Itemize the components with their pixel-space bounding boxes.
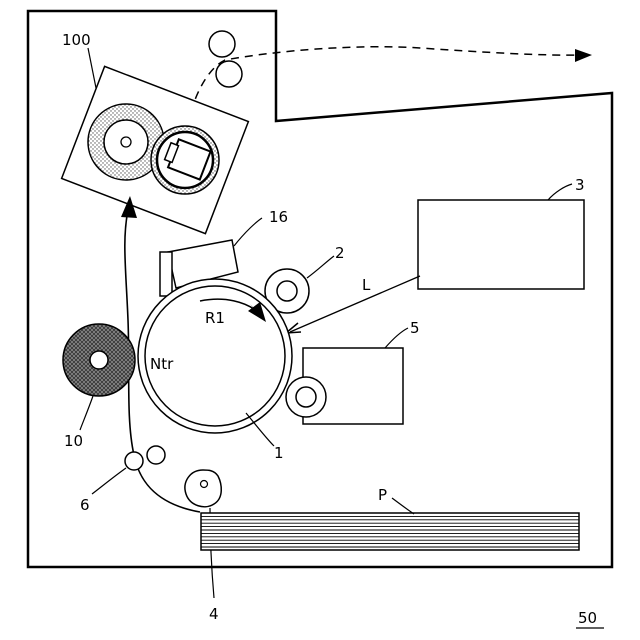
paper-stack-label: P xyxy=(378,486,387,504)
paper-stack xyxy=(201,513,579,550)
exposure-light-beam xyxy=(290,276,420,332)
cleaning-blade-leader xyxy=(234,218,262,246)
paper-stack-leader xyxy=(392,498,414,514)
registration-roller-leader xyxy=(92,468,126,494)
charging-roller-label: 2 xyxy=(335,244,345,262)
developing-unit-label: 5 xyxy=(410,319,420,337)
transfer-roller-label: 10 xyxy=(64,432,83,450)
exposure-unit-label: 3 xyxy=(575,176,585,194)
pickup-roller-core xyxy=(201,481,208,488)
developing-unit-leader xyxy=(385,328,408,348)
transfer-roller-leader xyxy=(80,396,93,430)
charging-roller-leader xyxy=(307,256,334,278)
cleaning-blade-holder xyxy=(160,252,172,296)
registration-roller-left xyxy=(125,452,143,470)
pickup-roller-label: 4 xyxy=(209,605,219,623)
charging-roller-core xyxy=(277,281,297,301)
heating-roller-core xyxy=(121,137,131,147)
nip-label: Ntr xyxy=(150,355,174,373)
pickup-roller xyxy=(185,470,221,507)
fixing-device-label: 100 xyxy=(62,31,91,49)
exposure-light-label: L xyxy=(362,276,371,294)
registration-roller-label: 6 xyxy=(80,496,90,514)
photoconductor-label: 1 xyxy=(274,444,284,462)
apparatus-label: 50 xyxy=(578,609,597,627)
registration-roller-right xyxy=(147,446,165,464)
exposure-unit-leader xyxy=(548,184,572,200)
eject-roller-lower xyxy=(216,61,242,87)
cleaning-blade-label: 16 xyxy=(269,208,288,226)
rotation-direction-label: R1 xyxy=(205,309,225,327)
transfer-roller-core xyxy=(90,351,108,369)
eject-roller-upper xyxy=(209,31,235,57)
exposure-unit xyxy=(418,200,584,289)
developing-roller-core xyxy=(296,387,316,407)
eject-arrowhead xyxy=(575,49,592,62)
fixing-device-leader xyxy=(88,48,96,88)
